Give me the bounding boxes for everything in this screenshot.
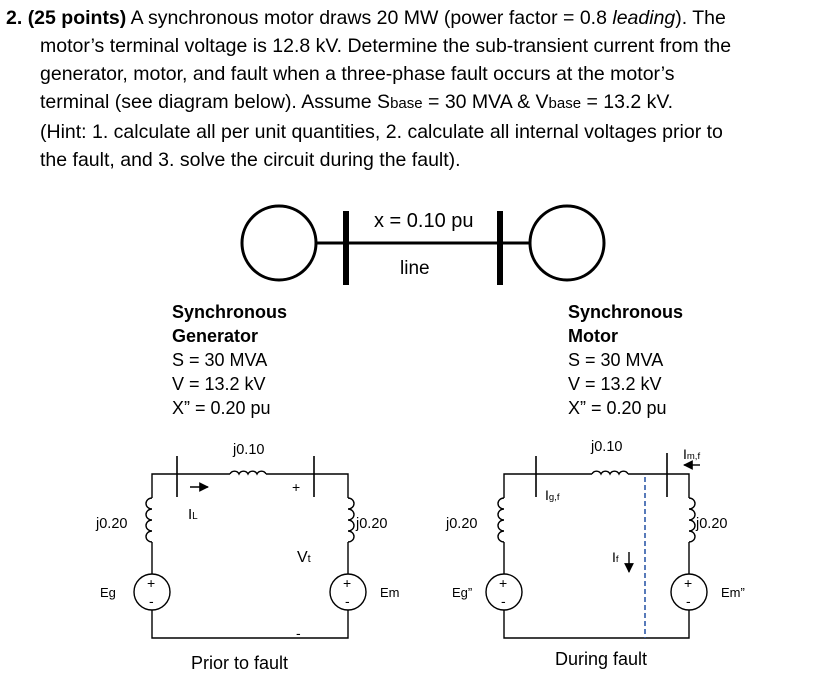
wire [151,473,230,498]
problem-points: (25 points) [27,7,127,29]
motor-inductor [688,497,696,543]
motor-fault-current-label: Im,f [683,446,700,462]
terminal-voltage-label: Vt [297,549,311,566]
problem-line-3: generator, motor, and fault when a three… [40,63,675,85]
prefault-circuit: j0.10 j0.20 j0.20 IL Vt + - + - + - Eg E… [95,442,400,673]
plus-sign: + [343,575,351,591]
wire [266,473,349,498]
motor-ratings: Synchronous Motor S = 30 MVA V = 13.2 kV… [568,302,683,418]
problem-line-4: terminal (see diagram below). Assume Sba… [6,88,821,118]
motor-symbol [528,204,606,282]
fault-gen-reactance: j0.20 [445,516,477,532]
plus-sign: + [499,575,507,591]
motor-source-label: Em” [721,585,745,600]
ground-wire [151,610,349,639]
motor-rating-line: V = 13.2 kV [568,374,662,394]
gen-fault-current-label: Ig,f [545,487,560,503]
problem-statement: 2. (25 points) A synchronous motor draws… [6,4,821,174]
sbase-subscript: base [390,95,423,112]
plus-sign: + [684,575,692,591]
minus-sign: - [686,593,691,609]
current-subscript: f [616,554,619,565]
current-symbol: I [612,549,616,565]
prefault-gen-reactance: j0.20 [95,516,127,532]
load-current-label: IL [188,506,198,523]
motor-rating-line: Motor [568,326,618,346]
fault-motor-reactance: j0.20 [695,516,727,532]
wire [628,473,690,498]
current-symbol: I [545,487,549,503]
minus-sign: - [345,593,350,609]
problem-text: ). The [675,7,726,29]
fault-line-reactance: j0.10 [590,439,622,455]
generator-rating-line: Synchronous [172,302,287,322]
fault-current-label: If [612,549,619,565]
generator-ratings: Synchronous Generator S = 30 MVA V = 13.… [172,302,287,418]
gen-source-label: Eg [100,585,116,600]
problem-text: terminal (see diagram below). Assume S [40,91,391,113]
wire [503,473,592,498]
generator-rating-line: X” = 0.20 pu [172,398,271,418]
line-inductor [591,470,629,476]
generator-rating-line: V = 13.2 kV [172,374,266,394]
minus-sign: - [501,593,506,609]
prefault-line-reactance: j0.10 [232,442,264,458]
current-subscript: g,f [549,492,560,503]
minus-sign: - [149,593,154,609]
gen-inductor [497,497,505,543]
motor-rating-line: Synchronous [568,302,683,322]
gen-inductor [145,497,153,543]
line-label: line [400,258,430,279]
fault-circuit: j0.10 j0.20 j0.20 Ig,f Im,f If + - + - E… [445,439,745,669]
prefault-motor-reactance: j0.20 [355,516,387,532]
line-inductor [229,470,267,476]
voltage-subscript: t [308,553,311,565]
current-symbol: I [188,506,192,523]
vbase-subscript: base [548,95,582,112]
problem-text: = 13.2 kV. [581,91,674,113]
prefault-caption: Prior to fault [191,653,288,673]
generator-symbol [240,204,318,282]
hint-line-2: the fault, and 3. solve the circuit duri… [40,149,461,171]
fault-caption: During fault [555,649,647,669]
motor-rating-line: X” = 0.20 pu [568,398,667,418]
plus-sign: + [147,575,155,591]
problem-line-2: motor’s terminal voltage is 12.8 kV. Det… [40,35,732,57]
line-reactance-label: x = 0.10 pu [374,210,474,232]
motor-source-label: Em [380,585,400,600]
generator-rating-line: Generator [172,326,258,346]
motor-inductor [347,497,355,543]
one-line-diagram: x = 0.10 pu line Synchronous Generator S… [172,204,683,418]
problem-text: A synchronous motor draws 20 MW (power f… [126,7,613,29]
current-subscript: m,f [687,451,701,462]
ground-wire [503,610,690,639]
gen-source-label: Eg” [452,585,472,600]
hint-line-1: (Hint: 1. calculate all per unit quantit… [40,121,723,143]
current-symbol: I [683,446,687,462]
plus-sign: + [292,479,300,495]
generator-rating-line: S = 30 MVA [172,350,267,370]
problem-number: 2. [6,7,23,29]
problem-line-1: 2. (25 points) A synchronous motor draws… [6,4,821,32]
problem-text: = 30 MVA & V [422,91,549,113]
leading-text: leading [612,7,676,29]
current-subscript: L [192,511,198,522]
motor-rating-line: S = 30 MVA [568,350,663,370]
minus-sign: - [296,625,301,641]
voltage-symbol: V [297,549,308,566]
